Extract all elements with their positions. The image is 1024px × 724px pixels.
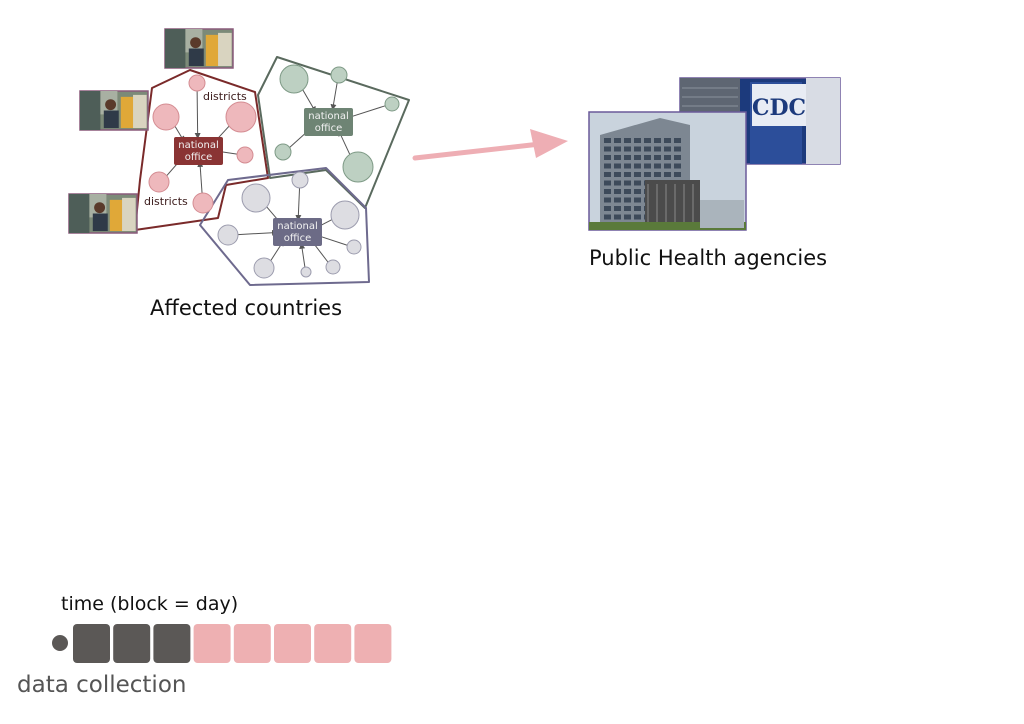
day-block-future — [354, 624, 392, 663]
red-district-node — [152, 103, 180, 131]
day-block-future — [314, 624, 352, 663]
day-block-future — [233, 624, 271, 663]
day-block-future — [193, 624, 231, 663]
field-worker-photo — [164, 28, 234, 69]
photos: CDC — [68, 28, 841, 234]
office-label: office — [185, 152, 212, 163]
timeline-title: time (block = day) — [61, 593, 239, 615]
arrow-shaft — [412, 141, 543, 161]
purple-district-node — [253, 257, 275, 279]
who-building-photo — [588, 111, 747, 231]
timeline-start-dot — [52, 635, 68, 651]
purple-country-border — [199, 167, 370, 286]
red-edge — [197, 160, 204, 194]
green-district-node — [274, 143, 292, 161]
green-national-office — [304, 108, 353, 136]
red-district-node — [236, 146, 254, 164]
purple-district-node — [346, 239, 362, 255]
purple-district-node — [241, 183, 271, 213]
office-label: office — [284, 233, 311, 244]
purple-district-node — [330, 200, 360, 230]
purple-national-office — [273, 218, 322, 246]
office-label: national — [178, 140, 219, 151]
green-country-border — [257, 56, 410, 209]
purple-edge — [299, 242, 306, 268]
flow-arrow — [412, 129, 568, 161]
red-national-office — [174, 137, 223, 165]
red-district-node — [188, 74, 206, 92]
purple-district-node — [291, 171, 309, 189]
day-block-past — [73, 624, 110, 663]
green-district-node — [384, 96, 400, 112]
purple-district-node — [300, 266, 312, 278]
green-edge — [330, 82, 338, 111]
red-district-node — [148, 171, 170, 193]
districts-label: districts — [203, 90, 247, 103]
public-health-caption: Public Health agencies — [589, 246, 828, 270]
green-district-node — [279, 64, 309, 94]
purple-edge — [295, 187, 302, 222]
arrow-head — [530, 129, 568, 158]
day-block-past — [153, 624, 191, 663]
purple-district-node — [325, 259, 341, 275]
green-district-node — [342, 151, 374, 183]
field-worker-photo — [79, 90, 149, 131]
purple-district-node — [217, 224, 239, 246]
purple-edge — [237, 229, 279, 236]
districts-label: districts — [144, 195, 188, 208]
green-district-node — [330, 66, 348, 84]
district-labels: districts districts — [144, 90, 247, 208]
day-block-future — [274, 624, 311, 663]
red-edge — [194, 90, 201, 140]
office-label: national — [308, 111, 349, 122]
national-offices: nationalofficenationalofficenationaloffi… — [174, 108, 353, 246]
affected-countries-caption: Affected countries — [150, 296, 343, 320]
cdc-sign-text: CDC — [752, 95, 806, 121]
red-district-node — [225, 101, 257, 133]
district-nodes — [148, 64, 400, 279]
office-label: national — [277, 221, 318, 232]
field-worker-photo — [68, 193, 138, 234]
data-collection-label: data collection — [17, 672, 187, 698]
red-district-node — [192, 192, 214, 214]
timeline — [52, 624, 392, 663]
day-block-past — [113, 624, 151, 663]
green-edge — [346, 105, 386, 120]
office-label: office — [315, 123, 342, 134]
